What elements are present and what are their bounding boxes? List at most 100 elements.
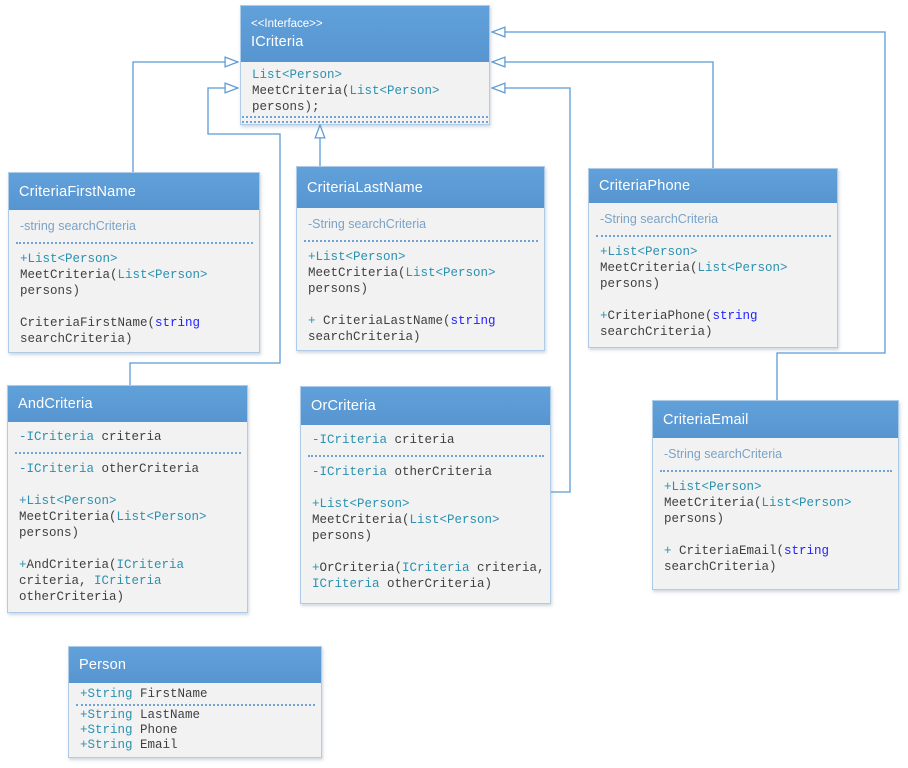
code-segment: CriteriaLastName( xyxy=(323,314,451,328)
class-title: CriteriaEmail xyxy=(663,411,749,428)
member-line: CriteriaFirstName(string xyxy=(20,315,255,331)
member-line: + CriteriaEmail(string xyxy=(664,543,894,559)
member-line: MeetCriteria(List<Person> xyxy=(20,267,255,283)
code-segment: LastName xyxy=(132,708,201,722)
class-header: CriteriaFirstName xyxy=(9,173,259,210)
dotted-separator xyxy=(304,240,538,242)
code-segment: List<Person> xyxy=(409,513,500,527)
code-segment: MeetCriteria( xyxy=(19,510,117,524)
code-segment: criteria, xyxy=(19,574,95,588)
code-segment: List<Person> xyxy=(761,496,852,510)
code-segment: persons); xyxy=(252,100,320,114)
class-box-icriteria: <<Interface>> ICriteria List<Person>Meet… xyxy=(240,5,490,125)
member-line: ICriteria otherCriteria) xyxy=(312,576,546,592)
member-line: +OrCriteria(ICriteria criteria, xyxy=(312,560,546,576)
member-line: +List<Person> xyxy=(600,244,833,260)
code-segment: otherCriteria xyxy=(387,465,493,479)
code-segment: OrCriteria( xyxy=(319,561,403,575)
member-line: searchCriteria) xyxy=(20,331,255,347)
member-line: persons) xyxy=(19,525,243,541)
class-header: Person xyxy=(69,647,321,683)
class-box-orcriteria: OrCriteria -ICriteria criteria-ICriteria… xyxy=(300,386,551,604)
code-segment: persons) xyxy=(600,277,661,291)
class-title: CriteriaLastName xyxy=(307,179,424,196)
code-segment: +List<Person> xyxy=(19,494,117,508)
class-body: -ICriteria criteria -ICriteria otherCrite… xyxy=(301,425,550,596)
class-title: CriteriaFirstName xyxy=(19,183,136,200)
member-line: +List<Person> xyxy=(664,479,894,495)
member-line: +List<Person> xyxy=(308,249,540,265)
dotted-separator xyxy=(596,235,831,237)
blank-line xyxy=(664,527,894,543)
stereotype-label: <<Interface>> xyxy=(251,18,323,30)
code-segment: persons) xyxy=(19,526,80,540)
class-title: CriteriaPhone xyxy=(599,178,691,194)
code-segment: searchCriteria) xyxy=(600,325,713,339)
class-title: Person xyxy=(79,657,127,673)
class-body: -ICriteria criteria -ICriteria otherCrite… xyxy=(8,422,247,609)
criteriafirstname-realizes-icriteria xyxy=(132,62,238,172)
code-segment: otherCriteria) xyxy=(19,590,125,604)
dotted-separator xyxy=(660,470,892,472)
code-segment: MeetCriteria( xyxy=(600,261,698,275)
member-line: MeetCriteria(List<Person> xyxy=(19,509,243,525)
blank-line xyxy=(308,297,540,313)
code-segment: CriteriaPhone( xyxy=(607,309,713,323)
code-segment: CriteriaFirstName( xyxy=(20,316,156,330)
code-segment: MeetCriteria( xyxy=(664,496,762,510)
member-line: MeetCriteria(List<Person> xyxy=(664,495,894,511)
blank-line xyxy=(19,477,243,493)
attribute-line: -String searchCriteria xyxy=(600,212,719,226)
class-body: +String FirstName+String LastName+String… xyxy=(69,683,321,757)
member-line: +String FirstName xyxy=(80,687,317,702)
code-segment: otherCriteria xyxy=(94,462,200,476)
code-segment: ICriteria xyxy=(94,574,162,588)
code-segment: otherCriteria) xyxy=(379,577,493,591)
code-segment: MeetCriteria( xyxy=(312,513,410,527)
member-line: searchCriteria) xyxy=(308,329,540,345)
class-header: OrCriteria xyxy=(301,387,550,425)
member-line: -ICriteria criteria xyxy=(19,429,243,445)
code-segment: -ICriteria xyxy=(19,462,95,476)
code-segment: +String xyxy=(80,723,133,737)
code-segment: +String xyxy=(80,738,133,752)
code-segment: searchCriteria) xyxy=(664,560,777,574)
member-line: -ICriteria otherCriteria xyxy=(312,464,546,480)
class-body: List<Person>MeetCriteria(List<Person>per… xyxy=(241,62,489,115)
code-segment: MeetCriteria( xyxy=(308,266,406,280)
member-line: +List<Person> xyxy=(19,493,243,509)
class-title: ICriteria xyxy=(251,34,304,50)
class-box-criteriafirstname: CriteriaFirstName -string searchCriteria… xyxy=(8,172,260,353)
attribute-line: -String searchCriteria xyxy=(664,447,783,461)
code-segment: ICriteria xyxy=(402,561,470,575)
class-header: <<Interface>> ICriteria xyxy=(241,6,489,62)
code-segment: + xyxy=(664,544,680,558)
member-line: persons) xyxy=(664,511,894,527)
code-segment: List<Person> xyxy=(252,68,343,82)
code-segment: MeetCriteria( xyxy=(252,84,350,98)
member-line: MeetCriteria(List<Person> xyxy=(308,265,540,281)
code-segment: criteria, xyxy=(469,561,545,575)
code-segment: +List<Person> xyxy=(20,252,118,266)
member-line: otherCriteria) xyxy=(19,589,243,605)
member-line: searchCriteria) xyxy=(600,324,833,340)
member-line: -ICriteria otherCriteria xyxy=(19,461,243,477)
member-line: List<Person> xyxy=(252,67,485,83)
class-title: AndCriteria xyxy=(18,396,93,412)
code-segment: +List<Person> xyxy=(600,245,698,259)
member-line: MeetCriteria(List<Person> xyxy=(312,512,546,528)
code-segment: List<Person> xyxy=(349,84,440,98)
member-line: criteria, ICriteria xyxy=(19,573,243,589)
code-segment: CriteriaEmail( xyxy=(679,544,785,558)
member-line: -ICriteria criteria xyxy=(312,432,546,448)
member-line: +List<Person> xyxy=(20,251,255,267)
code-segment: List<Person> xyxy=(117,268,208,282)
member-line: + CriteriaLastName(string xyxy=(308,313,540,329)
code-segment: persons) xyxy=(308,282,369,296)
code-segment: persons) xyxy=(20,284,81,298)
code-segment: FirstName xyxy=(132,687,208,701)
blank-line xyxy=(312,480,546,496)
dotted-separator xyxy=(15,452,241,454)
member-line: +CriteriaPhone(string xyxy=(600,308,833,324)
code-segment: -ICriteria xyxy=(312,465,388,479)
